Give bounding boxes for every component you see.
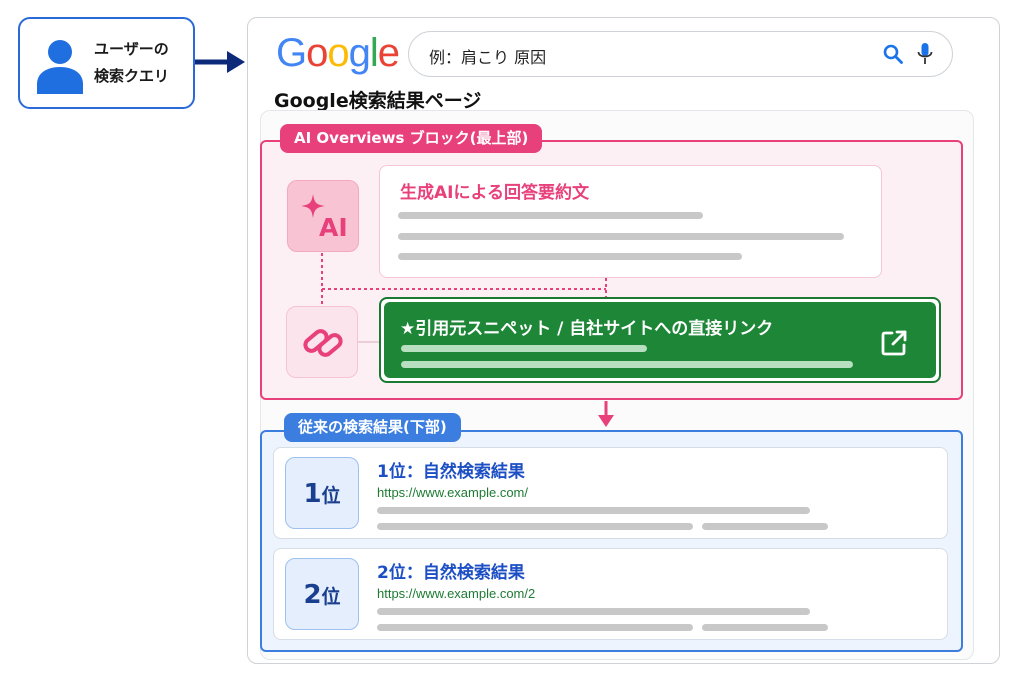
rank-suffix: 位 bbox=[321, 485, 341, 507]
microphone-icon[interactable] bbox=[917, 42, 933, 66]
search-icon[interactable] bbox=[883, 44, 903, 64]
link-icon-box bbox=[286, 306, 358, 378]
rank-badge: 2位 bbox=[285, 558, 359, 630]
logo-letter: G bbox=[276, 31, 307, 75]
rank-number: 2 bbox=[303, 580, 322, 610]
logo-letter: l bbox=[369, 31, 379, 75]
rank-badge: 1位 bbox=[285, 457, 359, 529]
ai-summary-card: 生成AIによる回答要約文 bbox=[379, 165, 882, 278]
link-icon bbox=[303, 329, 343, 357]
placeholder-text-line bbox=[398, 253, 742, 260]
placeholder-text-line bbox=[377, 507, 810, 514]
placeholder-text-line bbox=[377, 608, 810, 615]
sparkle-icon bbox=[301, 194, 325, 218]
citation-card[interactable]: ★引用元スニペット / 自社サイトへの直接リンク bbox=[379, 297, 941, 383]
logo-letter: o bbox=[306, 31, 328, 75]
rank-suffix: 位 bbox=[321, 586, 341, 608]
external-link-icon[interactable] bbox=[879, 328, 909, 358]
placeholder-text-line bbox=[702, 523, 828, 530]
result-card[interactable]: 2位 2位：自然検索結果 https://www.example.com/2 bbox=[273, 548, 948, 640]
logo-letter: o bbox=[327, 31, 349, 75]
result-title-link[interactable]: 2位：自然検索結果 bbox=[377, 563, 525, 583]
rank-number: 1 bbox=[303, 479, 322, 509]
result-url: https://www.example.com/ bbox=[377, 485, 528, 500]
user-query-box: ユーザーの 検索クエリ bbox=[18, 17, 195, 109]
result-url: https://www.example.com/2 bbox=[377, 586, 536, 601]
placeholder-text-line bbox=[377, 523, 693, 530]
ai-icon-box: AI bbox=[287, 180, 359, 252]
page-title: Google検索結果ページ bbox=[274, 90, 482, 112]
user-icon bbox=[37, 40, 83, 94]
logo-letter: g bbox=[348, 31, 371, 75]
placeholder-text-line bbox=[377, 624, 693, 631]
placeholder-text-line bbox=[401, 361, 853, 368]
user-query-label: ユーザーの 検索クエリ bbox=[94, 36, 194, 90]
citation-card-body[interactable]: ★引用元スニペット / 自社サイトへの直接リンク bbox=[384, 302, 936, 378]
user-query-label-line2: 検索クエリ bbox=[94, 67, 170, 85]
search-input[interactable]: 例：肩こり 原因 bbox=[429, 48, 547, 67]
placeholder-text-line bbox=[401, 345, 647, 352]
result-title-link[interactable]: 1位：自然検索結果 bbox=[377, 462, 525, 482]
search-bar[interactable]: 例：肩こり 原因 bbox=[408, 31, 953, 77]
placeholder-text-line bbox=[398, 212, 703, 219]
placeholder-text-line bbox=[398, 233, 844, 240]
citation-link-title[interactable]: ★引用元スニペット / 自社サイトへの直接リンク bbox=[400, 319, 774, 339]
logo-letter: e bbox=[377, 31, 400, 75]
result-card[interactable]: 1位 1位：自然検索結果 https://www.example.com/ bbox=[273, 447, 948, 539]
user-query-label-line1: ユーザーの bbox=[94, 40, 169, 58]
traditional-results-tag: 従来の検索結果(下部) bbox=[284, 413, 461, 442]
placeholder-text-line bbox=[702, 624, 828, 631]
google-logo: Google bbox=[276, 29, 400, 77]
ai-icon-label: AI bbox=[319, 213, 348, 242]
query-flow-arrow bbox=[195, 51, 245, 73]
ai-overviews-tag: AI Overviews ブロック(最上部) bbox=[280, 124, 543, 153]
ai-summary-title: 生成AIによる回答要約文 bbox=[400, 183, 589, 203]
